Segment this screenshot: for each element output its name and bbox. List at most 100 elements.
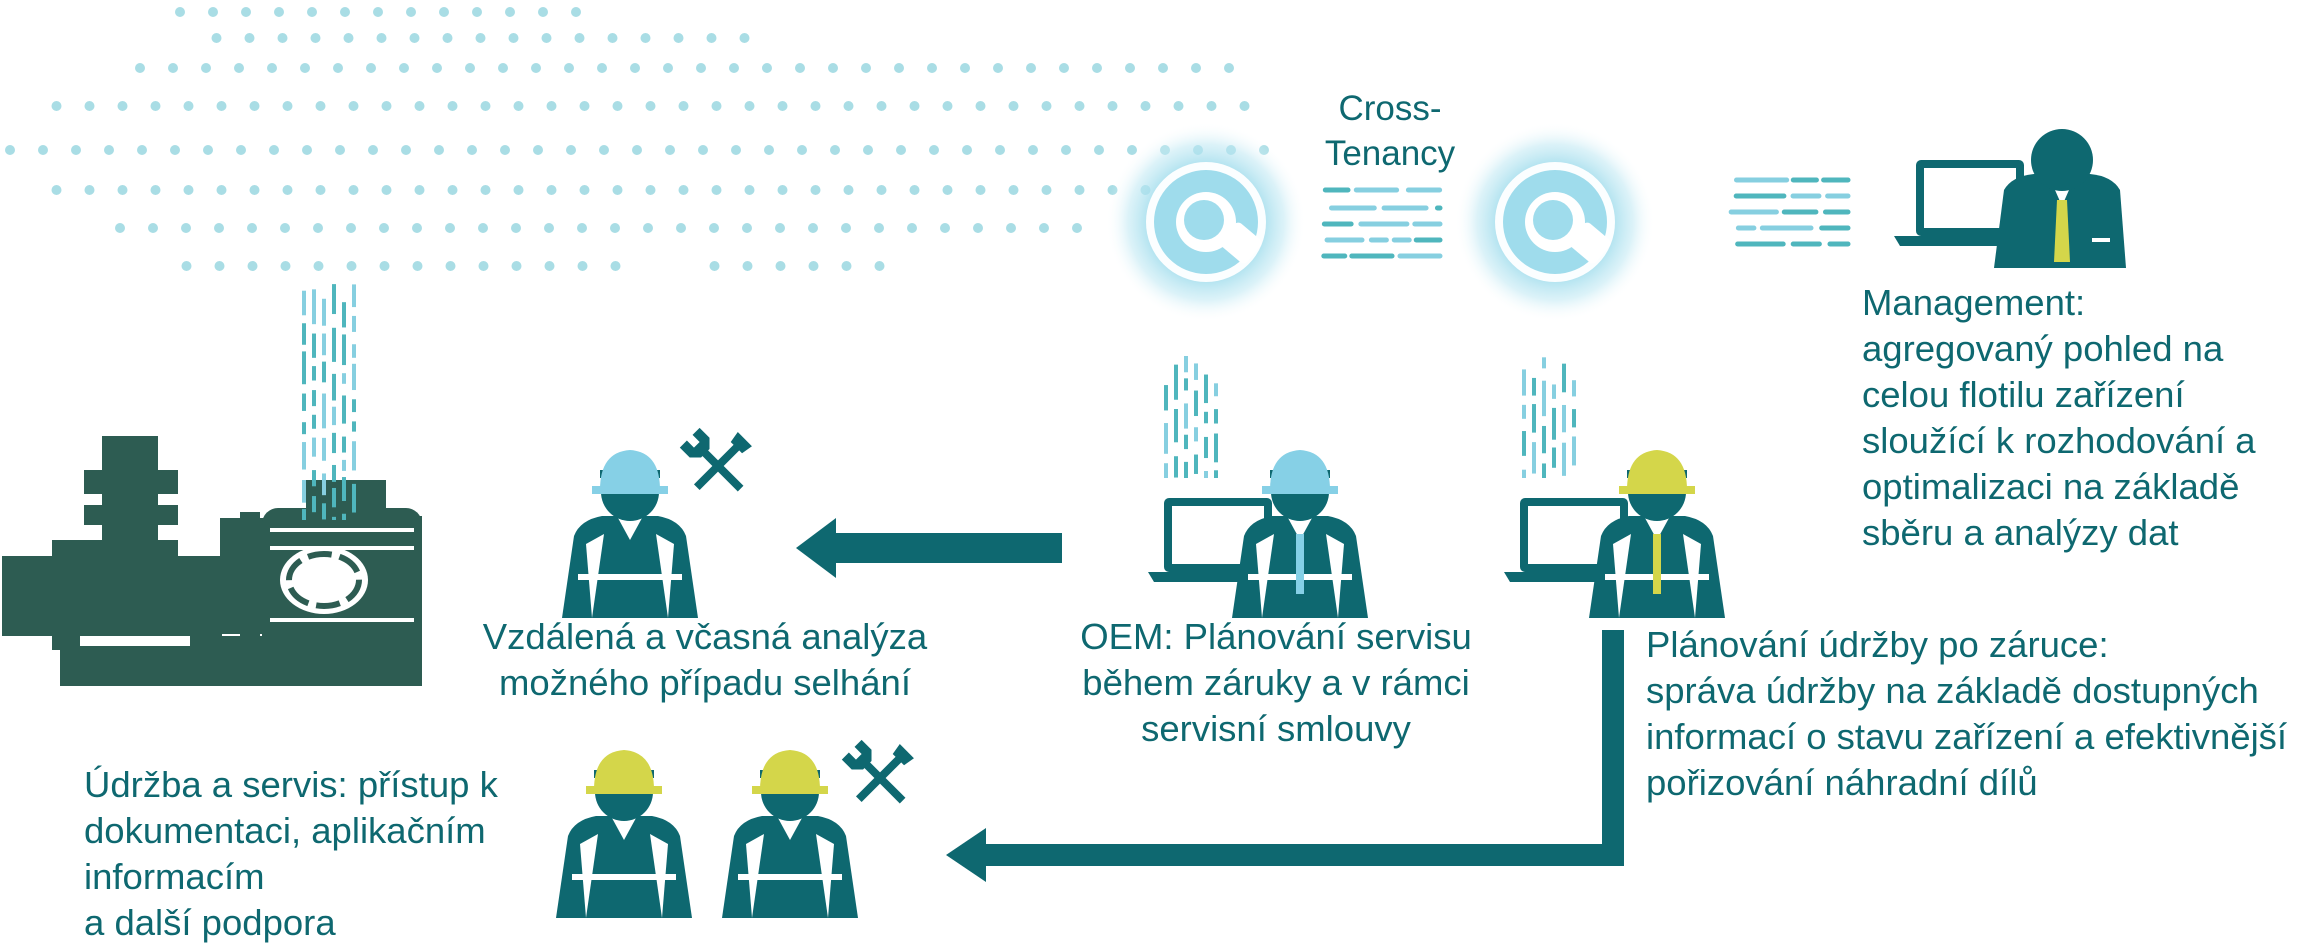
cloud-dot: [742, 261, 753, 271]
cloud-dot: [234, 63, 244, 73]
cloud-dot: [307, 7, 317, 17]
cloud-dot: [401, 145, 411, 155]
cloud-dot: [942, 185, 953, 195]
cloud-dot: [1140, 101, 1151, 111]
pump-icon: [2, 436, 422, 686]
cloud-dot: [896, 145, 906, 155]
cloud-dot: [183, 101, 194, 111]
cloud-dot: [478, 223, 488, 233]
cloud-dot: [1074, 101, 1085, 111]
cloud-dot: [313, 223, 323, 233]
cloud-dot: [511, 261, 522, 271]
cloud-dot: [348, 101, 359, 111]
cloud-dot: [795, 63, 805, 73]
cloud-dot: [975, 185, 986, 195]
cloud-dot: [236, 145, 246, 155]
oem-label: OEM: Plánování servisu během záruky a v …: [1080, 616, 1472, 749]
cloud-dot: [739, 33, 750, 43]
cloud-dot: [764, 145, 774, 155]
cloud-dot: [863, 145, 873, 155]
cloud-dot: [599, 145, 609, 155]
cloud-dot: [505, 7, 515, 17]
cloud-dot: [1092, 63, 1102, 73]
cross-tenancy-label: Cross- Tenancy: [1324, 89, 1456, 173]
cloud-dot: [566, 145, 576, 155]
cloud-dot: [1041, 101, 1052, 111]
cloud-dot: [379, 261, 390, 271]
cloud-dot: [775, 261, 786, 271]
data-stream-icon: [1321, 187, 1443, 259]
cloud-dot: [137, 145, 147, 155]
cloud-dot: [645, 185, 656, 195]
cloud-dot: [808, 223, 818, 233]
cloud-dot: [973, 223, 983, 233]
cloud-dot: [135, 63, 145, 73]
cloud-dot: [678, 101, 689, 111]
cloud-dot: [1239, 101, 1250, 111]
arrow-left-icon: [796, 518, 1062, 578]
cloud-dot: [511, 223, 521, 233]
cloud-dot: [148, 223, 158, 233]
cloud-dot: [709, 223, 719, 233]
cloud-dot: [340, 7, 350, 17]
cloud-dot: [472, 7, 482, 17]
cloud-dot: [1061, 145, 1071, 155]
cloud-dot: [508, 33, 519, 43]
management-label: Management: agregovaný pohled na celou f…: [1862, 282, 2256, 553]
cloud-dot: [280, 261, 291, 271]
cloud-dot: [467, 145, 477, 155]
cloud-dot: [348, 185, 359, 195]
cloud-dot: [841, 223, 851, 233]
cloud-dot: [343, 33, 354, 43]
cloud-dot: [940, 223, 950, 233]
cloud-dot: [777, 185, 788, 195]
cloud-analytics-icon: [1455, 122, 1655, 322]
cloud-dot: [5, 145, 15, 155]
cloud-dot: [379, 223, 389, 233]
cloud-dot: [874, 261, 885, 271]
cloud-dot: [612, 101, 623, 111]
cloud-dot: [381, 185, 392, 195]
cloud-dot: [1125, 63, 1135, 73]
cloud-dot: [117, 101, 128, 111]
cloud-dot: [51, 185, 62, 195]
cloud-dot: [51, 101, 62, 111]
cloud-dot: [346, 261, 357, 271]
cloud-dot: [399, 63, 409, 73]
cloud-dot: [445, 261, 456, 271]
cloud-dot: [368, 145, 378, 155]
cloud-dot: [447, 185, 458, 195]
cloud-dot: [181, 223, 191, 233]
cloud-dot: [183, 185, 194, 195]
cloud-dot: [208, 7, 218, 17]
cloud-dot: [909, 101, 920, 111]
cloud-dot: [170, 145, 180, 155]
cloud-dot: [434, 145, 444, 155]
data-stream-icon: [1728, 177, 1851, 247]
cloud-dot: [564, 63, 574, 73]
cloud-dot: [663, 63, 673, 73]
cloud-dot: [175, 7, 185, 17]
cloud-dot: [678, 185, 689, 195]
cloud-dot: [71, 145, 81, 155]
cloud-dot: [709, 261, 720, 271]
cloud-dot: [1008, 101, 1019, 111]
cloud-dot: [1028, 145, 1038, 155]
cloud-dot: [181, 261, 192, 271]
cloud-dot: [1008, 185, 1019, 195]
data-stream-icon: [1164, 356, 1218, 478]
cloud-dot: [546, 185, 557, 195]
cloud-dot: [244, 33, 255, 43]
cloud-dot: [546, 101, 557, 111]
cloud-dot: [346, 223, 356, 233]
cloud-dot: [1206, 101, 1217, 111]
cloud-dot: [645, 101, 656, 111]
cloud-dot: [929, 145, 939, 155]
cloud-dot: [531, 63, 541, 73]
cloud-dot: [282, 185, 293, 195]
cloud-dot: [445, 223, 455, 233]
cloud-dot: [1224, 63, 1234, 73]
cloud-dot: [962, 145, 972, 155]
cloud-dot: [828, 63, 838, 73]
cloud-dot: [38, 145, 48, 155]
